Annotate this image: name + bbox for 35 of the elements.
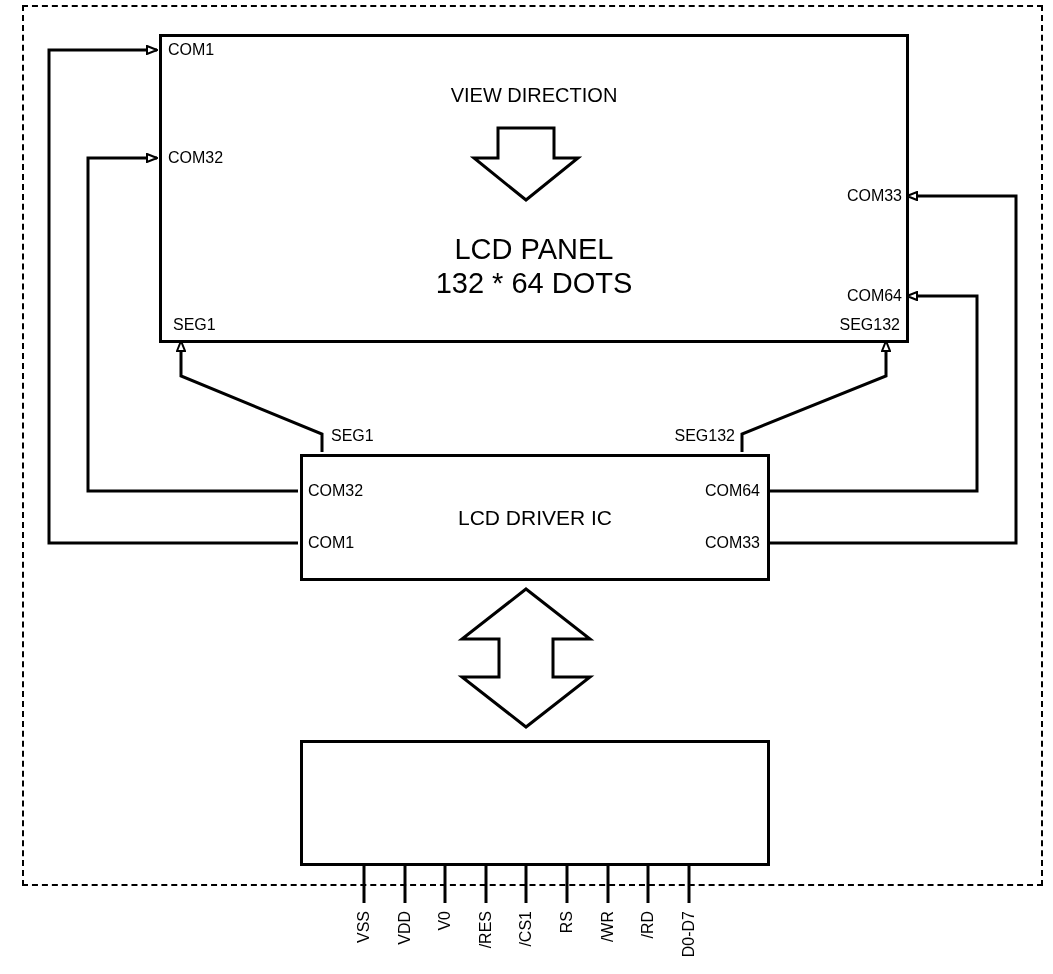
pin-name: /RES [478, 911, 494, 949]
driver-ic-title: LCD DRIVER IC [458, 507, 612, 528]
pin-name: VDD [397, 911, 413, 945]
driver-ic-box [300, 454, 770, 581]
pin-name: SEG1 [331, 428, 374, 444]
connector-box [300, 740, 770, 866]
arrow [47, 45, 298, 545]
arrow [768, 191, 1018, 545]
view-direction-text: VIEW DIRECTION [449, 85, 619, 105]
pin-name: COM32 [168, 150, 224, 166]
pin-name: V0 [437, 911, 453, 931]
pin-name: COM32 [308, 483, 364, 499]
pin-name: VSS [356, 911, 372, 943]
arrow [86, 153, 298, 493]
arrow [740, 340, 891, 452]
arrow [768, 291, 979, 493]
arrow [176, 340, 324, 452]
pin-name: /CS1 [518, 911, 534, 947]
pin-name: COM1 [308, 535, 355, 551]
pin-name: SEG132 [839, 317, 900, 333]
pin-name: SEG1 [173, 317, 216, 333]
module-outline [22, 5, 1043, 886]
pin-name: COM64 [704, 483, 760, 499]
pin-name: SEG132 [674, 428, 735, 444]
pin-name: COM1 [168, 42, 215, 58]
bidirectional-block-arrow [457, 587, 595, 729]
pin-name: D0-D7 [681, 911, 697, 958]
pin-name: RS [559, 911, 575, 934]
pin-name: /RD [640, 911, 656, 939]
pin-name: COM33 [846, 188, 902, 204]
pin-name: /WR [600, 911, 616, 943]
panel-title: LCD PANEL 132 * 64 DOTS [434, 232, 634, 300]
lcd-panel-box [159, 34, 909, 343]
pin-name: COM33 [704, 535, 760, 551]
pin-name: COM64 [846, 288, 902, 304]
